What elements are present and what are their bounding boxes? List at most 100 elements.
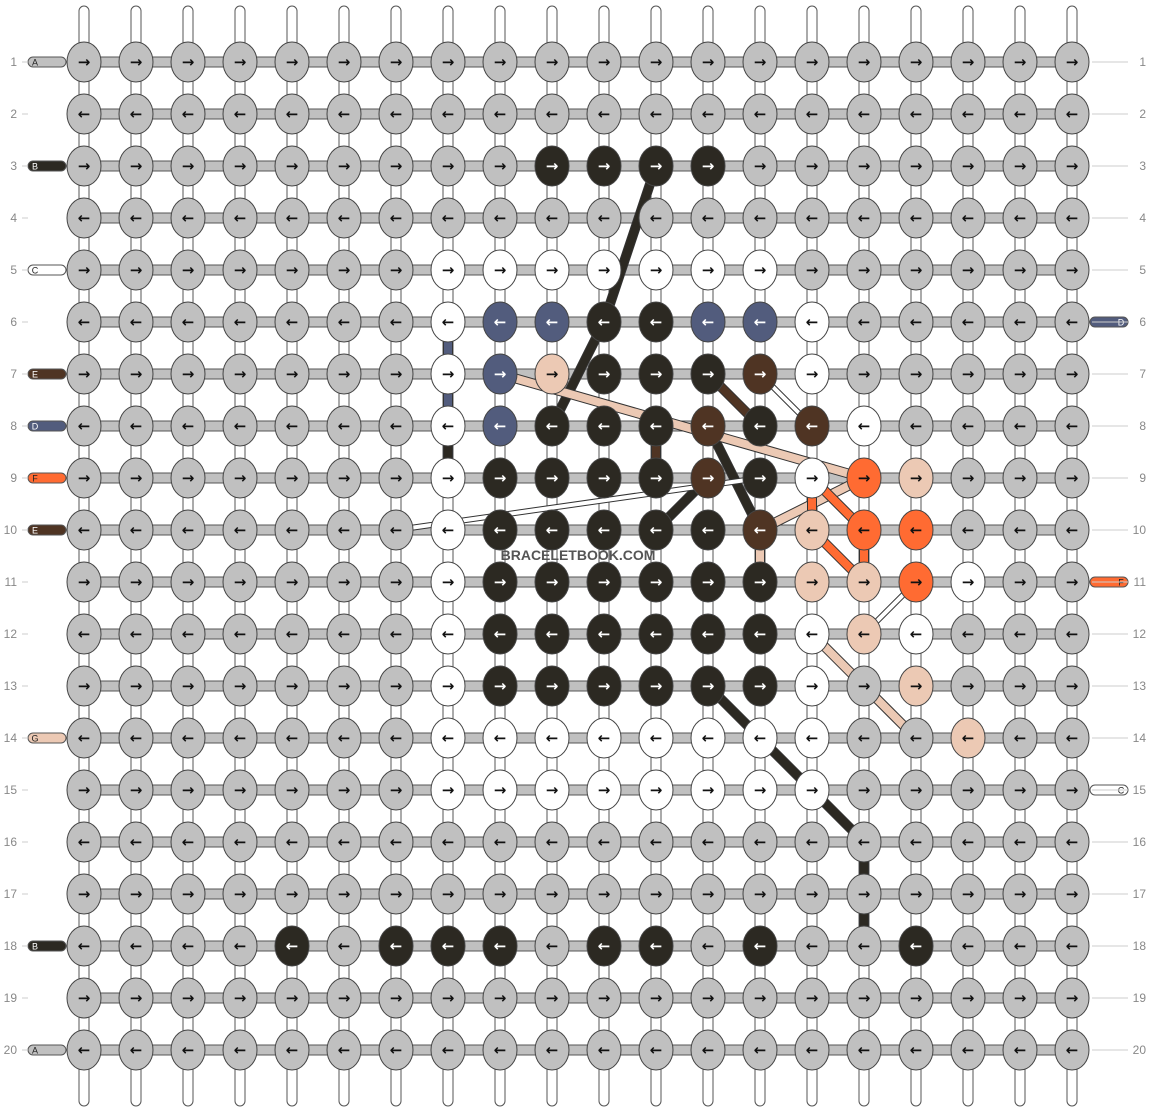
knot[interactable]: ← [534,925,570,967]
knot[interactable]: → [222,561,258,603]
knot[interactable]: ← [1054,821,1090,863]
knot[interactable]: ← [690,1029,726,1071]
knot[interactable]: → [898,41,934,83]
knot[interactable]: → [378,249,414,291]
knot[interactable]: → [170,457,206,499]
knot[interactable]: ← [846,925,882,967]
knot[interactable]: ← [118,1029,154,1071]
knot[interactable]: → [170,249,206,291]
knot[interactable]: ← [638,717,674,759]
knot[interactable]: ← [898,821,934,863]
knot[interactable]: ← [794,405,830,447]
knot[interactable]: ← [586,197,622,239]
knot[interactable]: ← [534,301,570,343]
knot[interactable]: → [846,145,882,187]
knot[interactable]: → [66,769,102,811]
knot[interactable]: → [170,873,206,915]
knot[interactable]: → [430,41,466,83]
knot[interactable]: ← [378,405,414,447]
knot[interactable]: ← [534,1029,570,1071]
knot[interactable]: ← [742,1029,778,1071]
knot[interactable]: ← [378,925,414,967]
knot[interactable]: ← [482,717,518,759]
knot[interactable]: ← [586,301,622,343]
knot[interactable]: → [794,249,830,291]
knot[interactable]: → [430,665,466,707]
knot[interactable]: → [586,769,622,811]
knot[interactable]: → [222,41,258,83]
knot[interactable]: → [222,145,258,187]
knot[interactable]: → [482,873,518,915]
knot[interactable]: → [274,665,310,707]
knot[interactable]: ← [638,301,674,343]
knot[interactable]: → [1002,457,1038,499]
knot[interactable]: ← [846,93,882,135]
knot[interactable]: ← [222,613,258,655]
knot[interactable]: → [742,353,778,395]
knot[interactable]: → [274,873,310,915]
knot[interactable]: ← [846,821,882,863]
knot[interactable]: → [66,457,102,499]
knot[interactable]: ← [534,509,570,551]
knot[interactable]: ← [846,613,882,655]
knot[interactable]: ← [898,509,934,551]
knot[interactable]: → [1054,665,1090,707]
knot[interactable]: ← [1054,405,1090,447]
knot[interactable]: → [1002,977,1038,1019]
knot[interactable]: → [326,977,362,1019]
knot[interactable]: → [638,457,674,499]
knot[interactable]: ← [430,197,466,239]
knot[interactable]: → [326,769,362,811]
knot[interactable]: → [638,977,674,1019]
knot[interactable]: → [66,249,102,291]
knot[interactable]: ← [742,93,778,135]
knot[interactable]: ← [898,197,934,239]
knot[interactable]: → [274,561,310,603]
knot[interactable]: → [1054,873,1090,915]
knot[interactable]: ← [118,613,154,655]
knot[interactable]: ← [326,613,362,655]
knot[interactable]: → [482,249,518,291]
knot[interactable]: → [690,353,726,395]
knot[interactable]: ← [794,301,830,343]
knot[interactable]: → [690,457,726,499]
knot[interactable]: ← [274,613,310,655]
knot[interactable]: ← [118,717,154,759]
knot[interactable]: → [534,457,570,499]
knot[interactable]: ← [950,405,986,447]
knot[interactable]: → [1002,41,1038,83]
knot[interactable]: ← [430,821,466,863]
knot[interactable]: ← [794,509,830,551]
knot[interactable]: ← [742,717,778,759]
knot[interactable]: → [482,769,518,811]
knot[interactable]: ← [950,93,986,135]
knot[interactable]: ← [586,405,622,447]
knot[interactable]: → [846,665,882,707]
knot[interactable]: ← [846,197,882,239]
knot[interactable]: ← [222,717,258,759]
knot[interactable]: ← [846,717,882,759]
knot[interactable]: ← [534,93,570,135]
knot[interactable]: → [222,249,258,291]
knot[interactable]: → [950,561,986,603]
knot[interactable]: ← [66,1029,102,1071]
knot[interactable]: → [690,145,726,187]
knot[interactable]: ← [950,821,986,863]
knot[interactable]: → [222,873,258,915]
knot[interactable]: → [534,873,570,915]
knot[interactable]: → [1002,249,1038,291]
knot[interactable]: ← [326,301,362,343]
knot[interactable]: → [378,977,414,1019]
knot[interactable]: → [1002,561,1038,603]
knot[interactable]: → [586,41,622,83]
knot[interactable]: ← [950,925,986,967]
knot[interactable]: ← [274,509,310,551]
knot[interactable]: → [378,561,414,603]
knot[interactable]: ← [1002,821,1038,863]
knot[interactable]: → [690,41,726,83]
knot[interactable]: ← [950,613,986,655]
knot[interactable]: → [638,145,674,187]
knot[interactable]: ← [638,405,674,447]
knot[interactable]: ← [326,1029,362,1071]
knot[interactable]: → [950,145,986,187]
